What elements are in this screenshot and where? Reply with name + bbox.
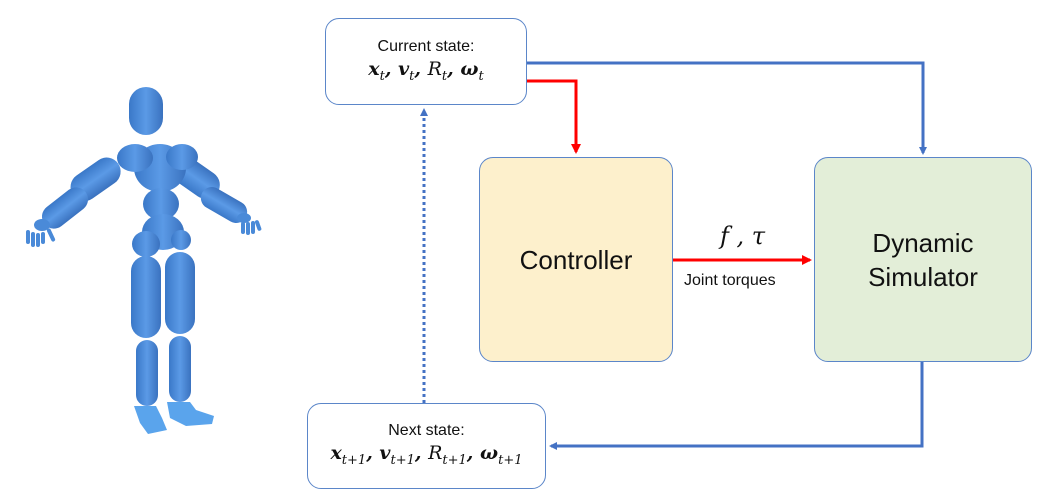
- shin-right: [169, 336, 191, 402]
- dynamic-simulator-box: Dynamic Simulator: [814, 157, 1032, 362]
- state-to-simulator-arrow: [527, 61, 927, 155]
- shoulder-left: [117, 144, 153, 172]
- force-torque-symbol: f , τ: [720, 222, 766, 250]
- shoulder-right: [166, 144, 198, 170]
- simulator-label-line2: Simulator: [868, 261, 978, 292]
- humanoid-figure: [26, 87, 262, 434]
- simulator-label-line1: Dynamic: [872, 227, 974, 258]
- foot-left: [134, 406, 167, 434]
- hip-right: [171, 230, 191, 250]
- hand-left: [26, 219, 56, 247]
- abdomen: [143, 188, 179, 220]
- next-state-title: Next state:: [388, 422, 465, 440]
- thigh-left: [131, 256, 161, 338]
- hand-right: [237, 213, 262, 235]
- simulator-to-next-state-arrow: [549, 362, 924, 450]
- current-state-vars: xt, vt, Rt, ωt: [368, 57, 484, 84]
- forearm-left: [41, 187, 89, 229]
- shin-left: [136, 340, 158, 406]
- foot-right: [167, 402, 214, 426]
- current-state-title: Current state:: [377, 37, 475, 55]
- state-to-controller-arrow: [527, 79, 581, 154]
- head: [129, 87, 163, 135]
- controller-label: Controller: [519, 244, 633, 275]
- thigh-right: [165, 252, 195, 334]
- joint-torques-caption: Joint torques: [684, 272, 776, 289]
- controller-box: Controller: [479, 157, 673, 362]
- hip-left: [132, 231, 160, 257]
- current-state-box: Current state: xt, vt, Rt, ωt: [325, 18, 527, 105]
- next-state-box: Next state: xt+1, vt+1, Rt+1, ωt+1: [307, 403, 546, 489]
- forearm-right: [200, 187, 248, 223]
- next-state-vars: xt+1, vt+1, Rt+1, ωt+1: [330, 442, 523, 468]
